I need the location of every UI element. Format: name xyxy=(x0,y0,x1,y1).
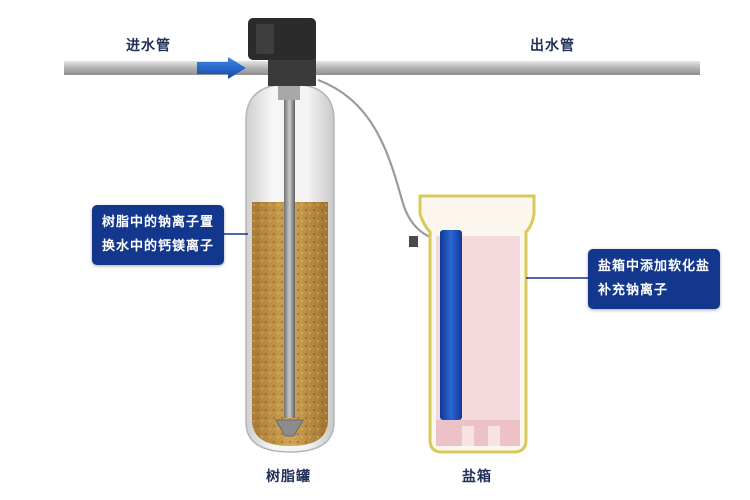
brine-tank-label: 盐箱 xyxy=(462,469,492,485)
resin-tank-label: 树脂罐 xyxy=(266,469,311,485)
bottom-strainer xyxy=(275,419,304,437)
resin-callout-line1: 树脂中的钠离子置 xyxy=(102,215,215,230)
brine-tank xyxy=(409,194,536,454)
control-valve xyxy=(248,18,316,86)
resin-tank xyxy=(245,83,335,453)
brine-well-tube xyxy=(440,230,462,420)
outlet-pipe-label: 出水管 xyxy=(530,38,575,54)
resin-exchange-callout: 树脂中的钠离子置 换水中的钙镁离子 xyxy=(92,205,225,265)
brine-line-tube xyxy=(317,78,441,242)
overflow-fitting xyxy=(409,236,418,247)
water-pipe xyxy=(64,61,700,75)
distributor-tube xyxy=(284,96,295,418)
brine-refill-callout: 盐箱中添加软化盐 补充钠离子 xyxy=(588,249,721,309)
inlet-flow-arrow xyxy=(197,57,246,79)
inlet-pipe-label: 进水管 xyxy=(126,38,171,54)
brine-callout-line1: 盐箱中添加软化盐 xyxy=(598,259,711,274)
salt-grid-platform xyxy=(436,420,520,446)
resin-callout-line2: 换水中的钙镁离子 xyxy=(102,239,215,254)
brine-callout-line2: 补充钠离子 xyxy=(598,283,669,298)
